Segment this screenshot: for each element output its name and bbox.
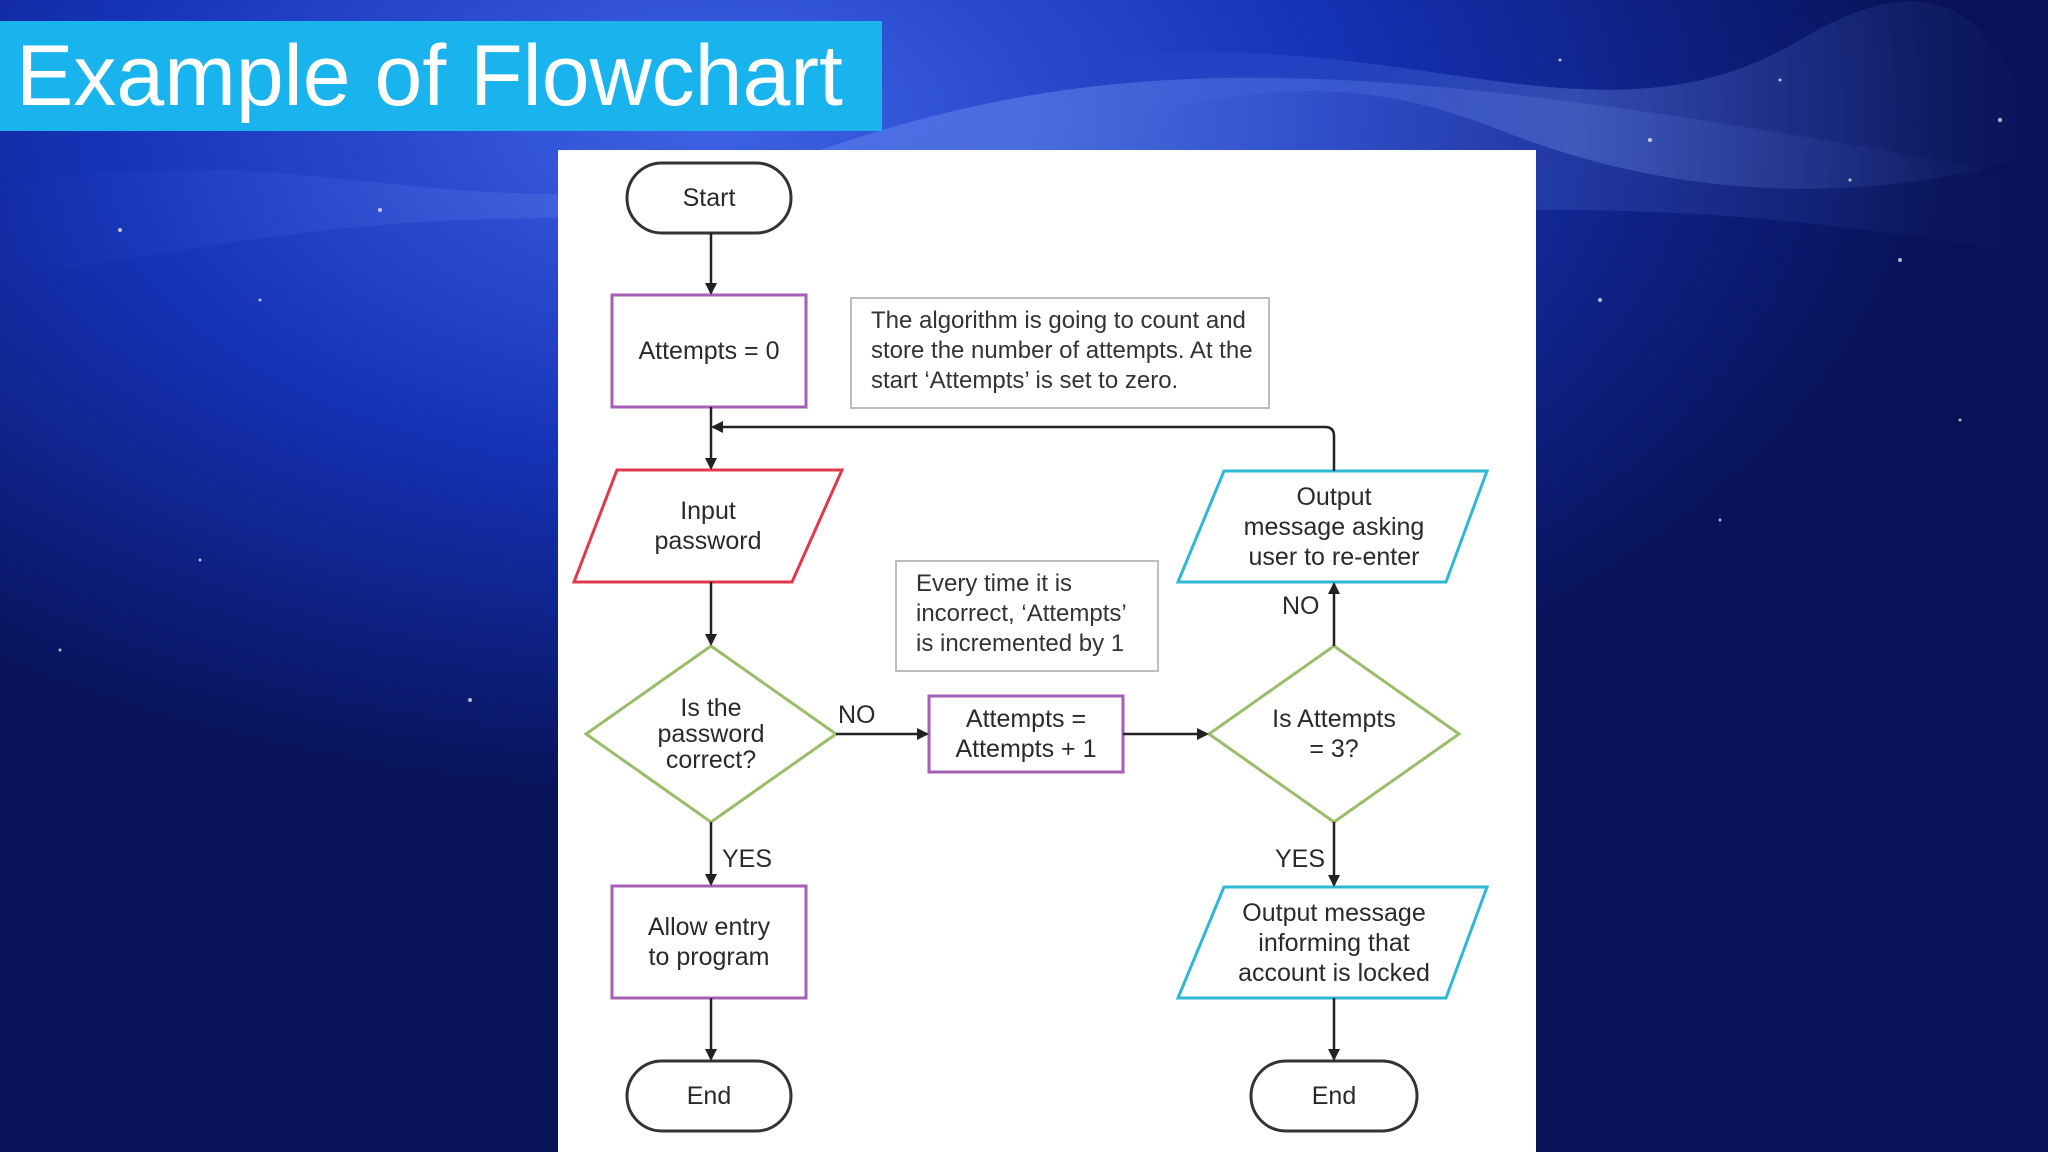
increment-note-text: Every time it is incorrect, ‘Attempts’ i… [916,570,1127,657]
output-locked-label: Output message informing that account is… [1238,898,1430,987]
end-right-label: End [1311,1082,1357,1110]
password-yes-label: YES [722,845,773,873]
allow-entry-label: Allow entry to program [647,913,771,971]
output-locked-parallelogram [1175,885,1490,1000]
increment-note-box [895,560,1159,672]
password-decision-label: Is the password correct? [657,694,765,774]
input-password-label: Input password [654,497,762,555]
allow-entry-box [610,884,808,1000]
output-reenter-parallelogram [1175,469,1490,584]
attempts-init-label: Attempts = 0 [638,337,780,365]
title-banner: Example of Flowchart [0,21,882,131]
password-no-label: NO [838,701,876,729]
attempts-yes-label: YES [1275,845,1326,873]
end-left-label: End [686,1082,732,1110]
start-terminal [625,161,793,235]
arrow-reenter-loop-back [711,421,1336,471]
flowchart-panel: Start Attempts = 0 Input password Is the… [558,150,1536,1152]
flowchart-diagram [571,161,1490,1133]
increment-label: Attempts = Attempts + 1 [955,705,1097,763]
attempts-init-box [610,293,808,409]
init-note-box [850,297,1270,409]
start-label: Start [682,184,736,212]
output-reenter-label: Output message asking user to re-enter [1243,482,1425,571]
attempts-decision-label: Is Attempts = 3? [1272,705,1396,763]
init-note-text: The algorithm is going to count and stor… [871,307,1253,394]
page-title: Example of Flowchart [16,28,843,124]
input-password-parallelogram [571,468,845,584]
attempts-no-label: NO [1282,592,1320,620]
end-right-terminal [1249,1059,1419,1133]
increment-box [927,694,1125,774]
end-left-terminal [625,1059,793,1133]
